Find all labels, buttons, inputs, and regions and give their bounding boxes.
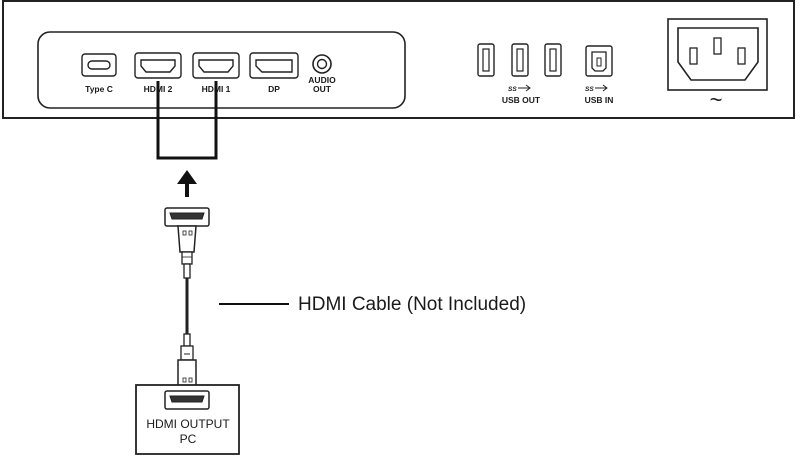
audio-label-line1: AUDIO — [308, 75, 336, 85]
usb-out-label: USB OUT — [502, 95, 541, 105]
usb-in-ss-icon: SS — [585, 84, 608, 93]
usb-out-ss-text: SS — [508, 86, 517, 93]
hdmi-2-port — [134, 52, 182, 79]
power-inlet — [667, 18, 768, 91]
cable-label: HDMI Cable (Not Included) — [298, 294, 526, 315]
ac-symbol: ~ — [710, 87, 723, 112]
hdmi-connector-top — [164, 207, 210, 279]
displayport-port — [249, 52, 299, 79]
usb-in-label: USB IN — [585, 95, 614, 105]
type-c-port — [81, 53, 117, 77]
connection-bracket — [156, 81, 218, 160]
source-label-line2: PC — [180, 432, 197, 446]
source-label-line1: HDMI OUTPUT — [146, 417, 230, 431]
usb-out-ports — [477, 43, 562, 77]
hdmi-1-port — [192, 52, 240, 79]
audio-label-line2: OUT — [313, 84, 332, 94]
hdmi-connector-bottom — [177, 333, 197, 389]
audio-out-jack — [312, 54, 332, 74]
usb-in-port — [585, 45, 613, 77]
usb-in-ss-text: SS — [585, 86, 594, 93]
type-c-label: Type C — [85, 84, 113, 94]
up-arrow-icon — [177, 170, 197, 197]
usb-ss-icon: SS — [508, 84, 531, 93]
hdmi-output-port — [164, 390, 210, 410]
dp-label: DP — [268, 84, 280, 94]
